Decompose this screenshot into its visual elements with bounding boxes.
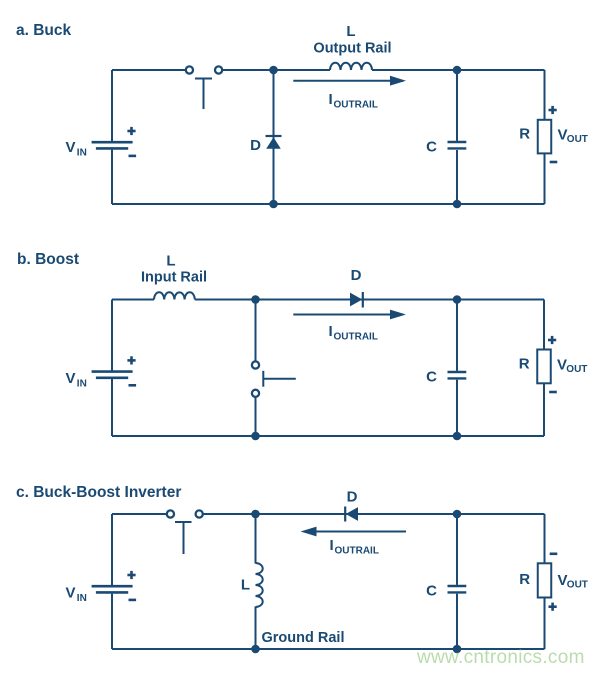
svg-text:c. Buck-Boost Inverter: c. Buck-Boost Inverter bbox=[16, 484, 181, 501]
svg-text:OUT: OUT bbox=[567, 134, 588, 145]
svg-text:I: I bbox=[329, 91, 333, 108]
svg-text:OUTRAIL: OUTRAIL bbox=[334, 100, 378, 111]
svg-text:L: L bbox=[166, 253, 175, 270]
svg-text:C: C bbox=[426, 368, 437, 385]
svg-text:IN: IN bbox=[77, 148, 87, 159]
svg-text:OUT: OUT bbox=[566, 364, 587, 375]
svg-text:C: C bbox=[426, 582, 437, 599]
svg-text:OUTRAIL: OUTRAIL bbox=[335, 546, 379, 557]
svg-text:I: I bbox=[330, 537, 334, 554]
svg-text:Ground Rail: Ground Rail bbox=[262, 630, 345, 646]
svg-text:R: R bbox=[519, 356, 530, 373]
svg-text:C: C bbox=[426, 138, 437, 155]
svg-text:b. Boost: b. Boost bbox=[17, 251, 79, 268]
svg-text:D: D bbox=[351, 267, 362, 284]
svg-text:IN: IN bbox=[77, 593, 87, 604]
svg-text:V: V bbox=[66, 139, 76, 156]
svg-text:Input Rail: Input Rail bbox=[141, 270, 207, 286]
svg-text:D: D bbox=[250, 137, 261, 154]
svg-text:OUTRAIL: OUTRAIL bbox=[334, 332, 378, 343]
svg-text:www.cntronics.com: www.cntronics.com bbox=[416, 647, 585, 668]
svg-text:V: V bbox=[558, 127, 568, 144]
svg-text:R: R bbox=[519, 571, 530, 588]
svg-text:a. Buck: a. Buck bbox=[16, 22, 72, 39]
svg-text:IN: IN bbox=[77, 379, 87, 390]
svg-text:V: V bbox=[66, 370, 76, 387]
svg-text:R: R bbox=[519, 126, 530, 143]
svg-text:OUT: OUT bbox=[567, 580, 588, 591]
svg-text:L: L bbox=[241, 577, 250, 594]
svg-text:L: L bbox=[346, 23, 355, 40]
svg-text:D: D bbox=[347, 489, 358, 506]
svg-text:I: I bbox=[329, 323, 333, 340]
svg-text:V: V bbox=[66, 585, 76, 602]
svg-text:V: V bbox=[558, 572, 568, 589]
svg-text:Output Rail: Output Rail bbox=[313, 41, 391, 57]
svg-text:V: V bbox=[557, 357, 567, 374]
